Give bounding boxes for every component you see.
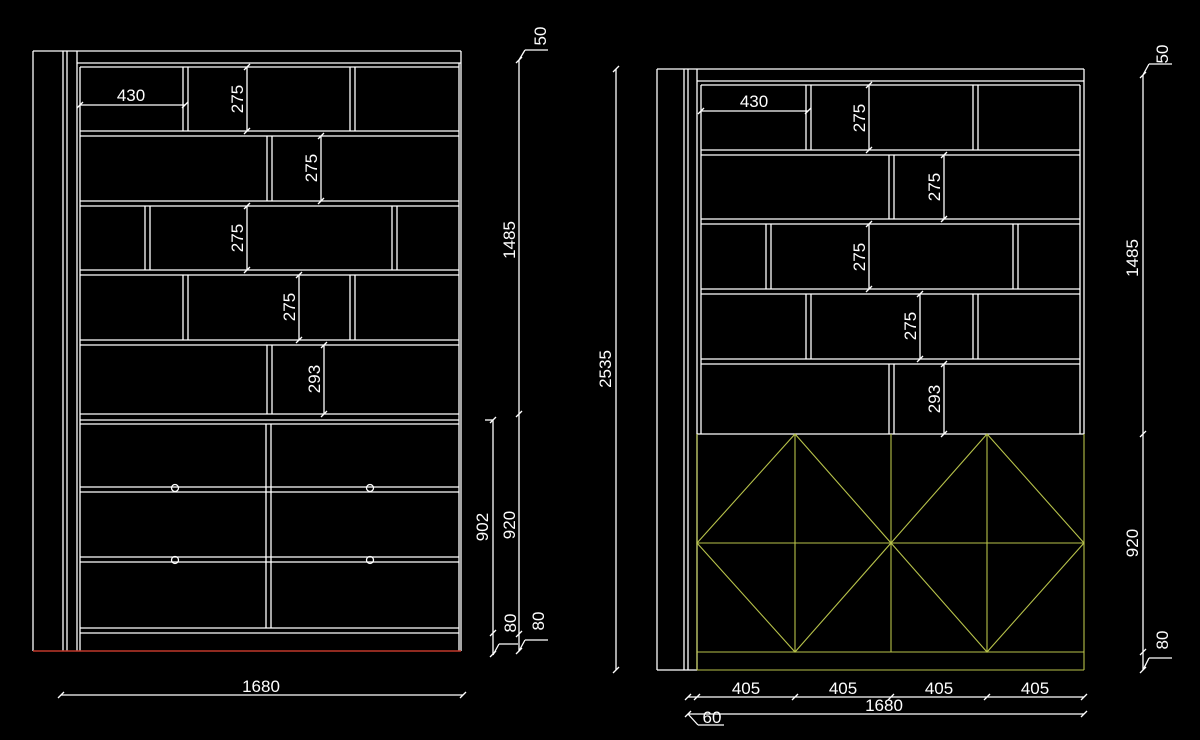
left-partitions bbox=[144, 67, 398, 414]
right-dim-cell-width: 430 bbox=[740, 92, 768, 111]
right-partitions bbox=[765, 85, 1019, 434]
left-dim-plinth-b: 80 bbox=[529, 612, 548, 631]
left-dimension-lines bbox=[57, 49, 548, 699]
left-top-board bbox=[77, 50, 462, 651]
right-dim-cabinet-height: 920 bbox=[1123, 529, 1142, 557]
right-dim-overall-width: 1680 bbox=[865, 696, 903, 715]
drawer-knob bbox=[365, 555, 375, 565]
right-dim-row2: 275 bbox=[925, 173, 944, 201]
left-dimension-texts: 50 430 275 275 275 275 293 1485 920 902 … bbox=[117, 27, 550, 696]
left-dim-row3: 275 bbox=[228, 224, 247, 252]
left-elevation bbox=[32, 49, 548, 699]
right-dim-bay1: 405 bbox=[732, 679, 760, 698]
right-dim-row4: 275 bbox=[901, 312, 920, 340]
right-wine-lattice bbox=[696, 433, 1085, 671]
right-dimension-texts: 50 430 275 275 275 275 293 2535 1485 920… bbox=[596, 45, 1172, 727]
left-dim-cabinet-height: 920 bbox=[500, 511, 519, 539]
right-dim-overall-height: 2535 bbox=[596, 350, 615, 388]
right-dim-bay4: 405 bbox=[1021, 679, 1049, 698]
left-dim-drawer-height: 902 bbox=[473, 513, 492, 541]
left-dim-plinth-a: 80 bbox=[501, 614, 520, 633]
right-dim-shelf-total: 1485 bbox=[1123, 239, 1142, 277]
left-dim-row5: 293 bbox=[305, 365, 324, 393]
right-dim-bay2: 405 bbox=[829, 679, 857, 698]
right-top-board bbox=[697, 68, 1085, 434]
left-dim-row2: 275 bbox=[302, 154, 321, 182]
right-dim-row5: 293 bbox=[925, 385, 944, 413]
right-dim-side-panel: 60 bbox=[703, 708, 722, 727]
right-dimension-lines bbox=[612, 63, 1172, 726]
left-dim-top-board: 50 bbox=[531, 27, 550, 46]
left-dim-overall-width: 1680 bbox=[242, 677, 280, 696]
right-dim-plinth: 80 bbox=[1153, 631, 1172, 650]
left-dim-shelf-total: 1485 bbox=[500, 221, 519, 259]
right-dim-bay3: 405 bbox=[925, 679, 953, 698]
left-drawer-cabinet bbox=[80, 423, 459, 634]
left-side-panel bbox=[32, 50, 78, 651]
left-dim-cell-width: 430 bbox=[117, 86, 145, 105]
left-dim-row4: 275 bbox=[280, 293, 299, 321]
left-dim-row1: 275 bbox=[228, 85, 247, 113]
right-dim-row1: 275 bbox=[850, 104, 869, 132]
right-elevation bbox=[612, 63, 1172, 726]
drawer-knob bbox=[170, 483, 180, 493]
right-dim-row3: 275 bbox=[850, 243, 869, 271]
drawer-knob bbox=[365, 483, 375, 493]
right-dim-top-board: 50 bbox=[1153, 45, 1172, 64]
drawer-knob bbox=[170, 555, 180, 565]
right-shelves bbox=[697, 149, 1084, 435]
left-shelves bbox=[80, 130, 459, 421]
